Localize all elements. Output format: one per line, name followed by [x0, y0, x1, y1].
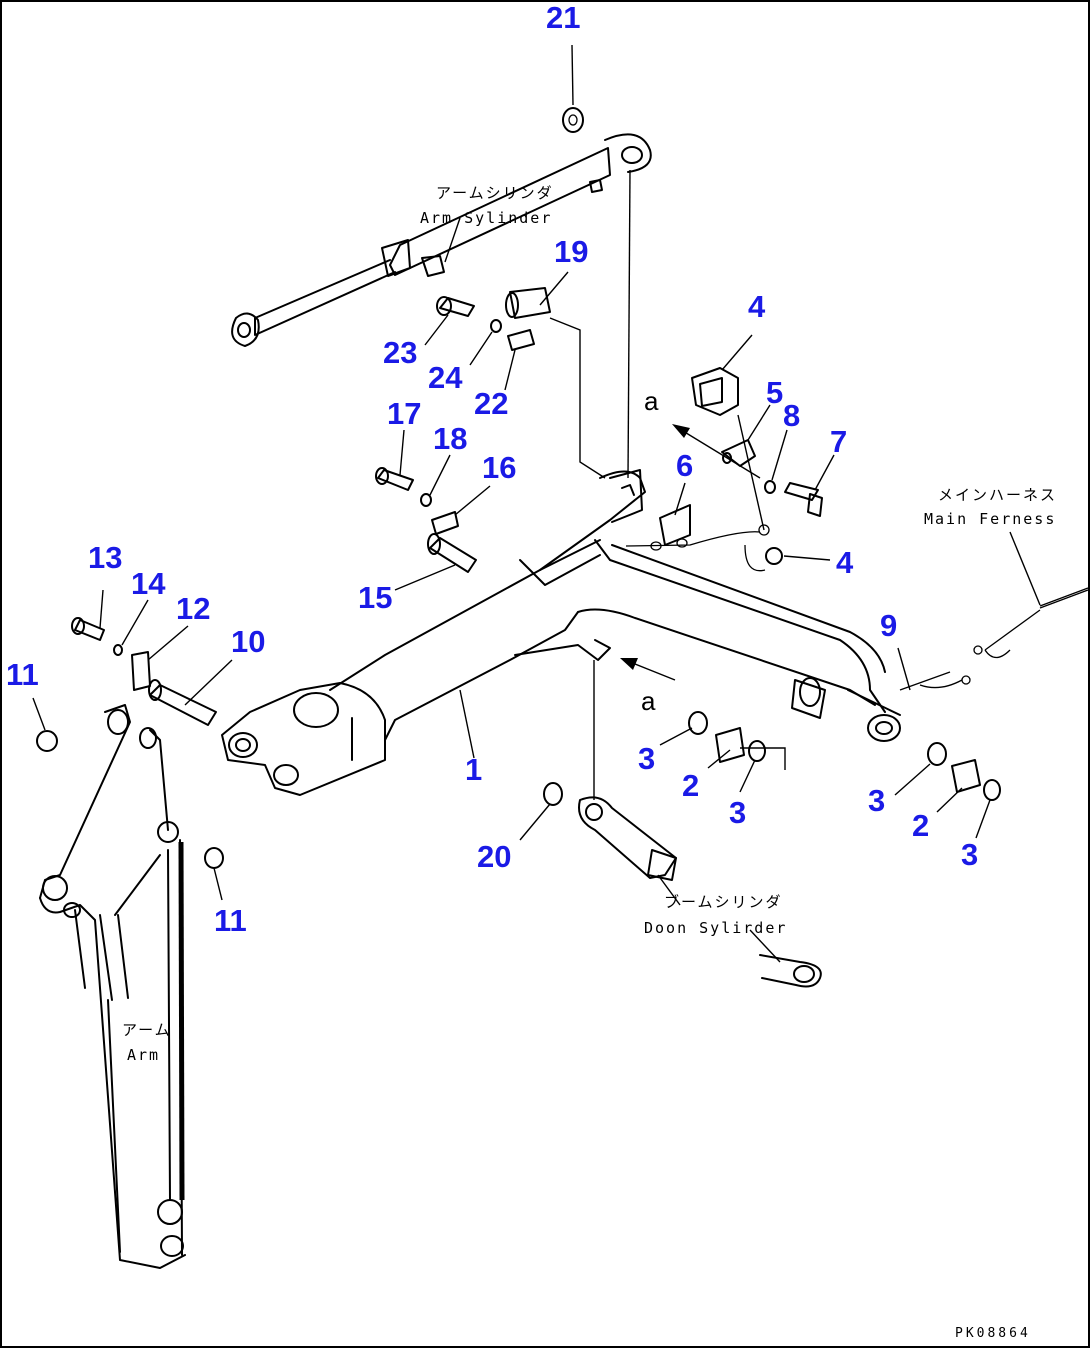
callout-8: 8: [783, 398, 801, 433]
callout-17: 17: [387, 396, 422, 431]
boom-cylinder-label-jp: ブームシリンダ: [664, 893, 783, 911]
callout-21: 21: [546, 0, 581, 35]
callout-11-right: 11: [214, 903, 247, 938]
callout-7: 7: [830, 424, 848, 459]
callout-14: 14: [131, 566, 166, 601]
callout-18: 18: [433, 421, 468, 456]
leader-lines: [32, 44, 1041, 963]
callout-5: 5: [766, 375, 784, 410]
callout-2-b: 2: [912, 808, 930, 843]
main-harness-label-en: Main Ferness: [924, 510, 1057, 528]
arm-label-jp: アーム: [122, 1021, 172, 1039]
callout-20: 20: [477, 839, 512, 874]
callout-24: 24: [428, 360, 463, 395]
callout-16: 16: [482, 450, 517, 485]
callout-15: 15: [358, 580, 393, 615]
callout-9: 9: [880, 608, 898, 643]
callout-3-d: 3: [961, 837, 979, 872]
boom-cylinder: [578, 796, 822, 988]
boom: [221, 469, 901, 796]
callout-23: 23: [383, 335, 418, 370]
view-marker-a-bottom: a: [641, 686, 656, 716]
arm: [39, 704, 186, 1269]
callout-10: 10: [231, 624, 266, 659]
boom-cylinder-label-en: Doon Sylirder: [644, 919, 788, 937]
callout-3-a: 3: [638, 741, 656, 776]
callout-6: 6: [676, 448, 694, 483]
main-harness-label-jp: メインハーネス: [938, 486, 1058, 504]
callout-19: 19: [554, 234, 589, 269]
callout-13: 13: [88, 540, 123, 575]
callout-4-bottom: 4: [836, 545, 854, 580]
callout-11-left: 11: [6, 657, 39, 692]
callout-12: 12: [176, 591, 211, 626]
callout-3-b: 3: [729, 795, 747, 830]
callout-22: 22: [474, 386, 509, 421]
callout-4-top: 4: [748, 289, 766, 324]
callout-2-a: 2: [682, 768, 700, 803]
arm-cylinder-label-jp: アームシリンダ: [436, 184, 554, 202]
callout-1: 1: [465, 752, 483, 787]
view-marker-a-top: a: [644, 386, 659, 416]
drawing-code: PK08864: [955, 1326, 1031, 1341]
arm-label-en: Arm: [127, 1046, 161, 1064]
arm-cylinder-label-en: Arm Sylinder: [420, 209, 553, 227]
small-parts: [36, 107, 1089, 869]
arm-cylinder: [231, 133, 652, 347]
callout-3-c: 3: [868, 783, 886, 818]
